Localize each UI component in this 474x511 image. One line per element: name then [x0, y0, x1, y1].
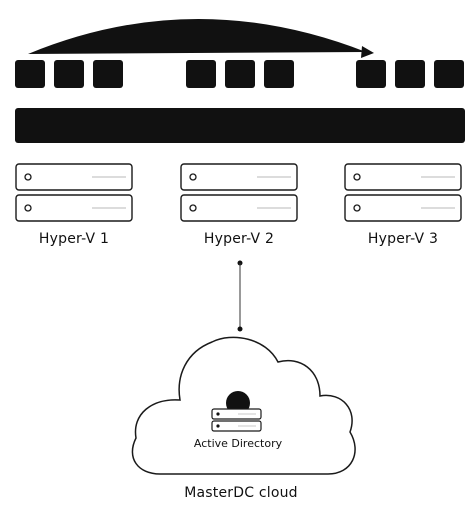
server-unit	[180, 163, 298, 191]
active-directory-label: Active Directory	[193, 437, 283, 450]
cloud-connector	[237, 260, 243, 332]
vm-block	[356, 60, 386, 88]
server-led-icon	[189, 173, 197, 181]
server-led-icon	[24, 204, 32, 212]
server-unit	[180, 194, 298, 222]
server-led-icon	[353, 204, 361, 212]
server-led-icon	[24, 173, 32, 181]
host-1-label: Hyper-V 1	[38, 231, 110, 247]
active-directory-icon	[211, 391, 262, 432]
host-3-servers	[344, 163, 462, 222]
connector-dot-bottom	[237, 326, 243, 332]
server-led-icon	[189, 204, 197, 212]
ad-server-icon	[211, 408, 262, 420]
server-unit	[344, 163, 462, 191]
server-unit	[344, 194, 462, 222]
host-3-label: Hyper-V 3	[367, 231, 439, 247]
vm-group-3	[356, 60, 464, 88]
migration-arrow	[28, 18, 374, 58]
vm-block	[54, 60, 84, 88]
migration-arc	[28, 18, 366, 54]
vm-group-2	[186, 60, 294, 88]
host-2-label: Hyper-V 2	[203, 231, 275, 247]
vm-block	[225, 60, 255, 88]
vm-block	[434, 60, 464, 88]
vm-block	[93, 60, 123, 88]
server-unit	[15, 194, 133, 222]
hypervisor-cluster-bar	[15, 108, 465, 143]
vm-block	[15, 60, 45, 88]
vm-block	[186, 60, 216, 88]
vm-block	[264, 60, 294, 88]
migration-arrowhead	[361, 46, 374, 58]
cloud-label: MasterDC cloud	[184, 485, 298, 501]
vm-group-1	[15, 60, 123, 88]
host-1-servers	[15, 163, 133, 222]
vm-block	[395, 60, 425, 88]
host-2-servers	[180, 163, 298, 222]
server-unit	[15, 163, 133, 191]
server-led-icon	[353, 173, 361, 181]
